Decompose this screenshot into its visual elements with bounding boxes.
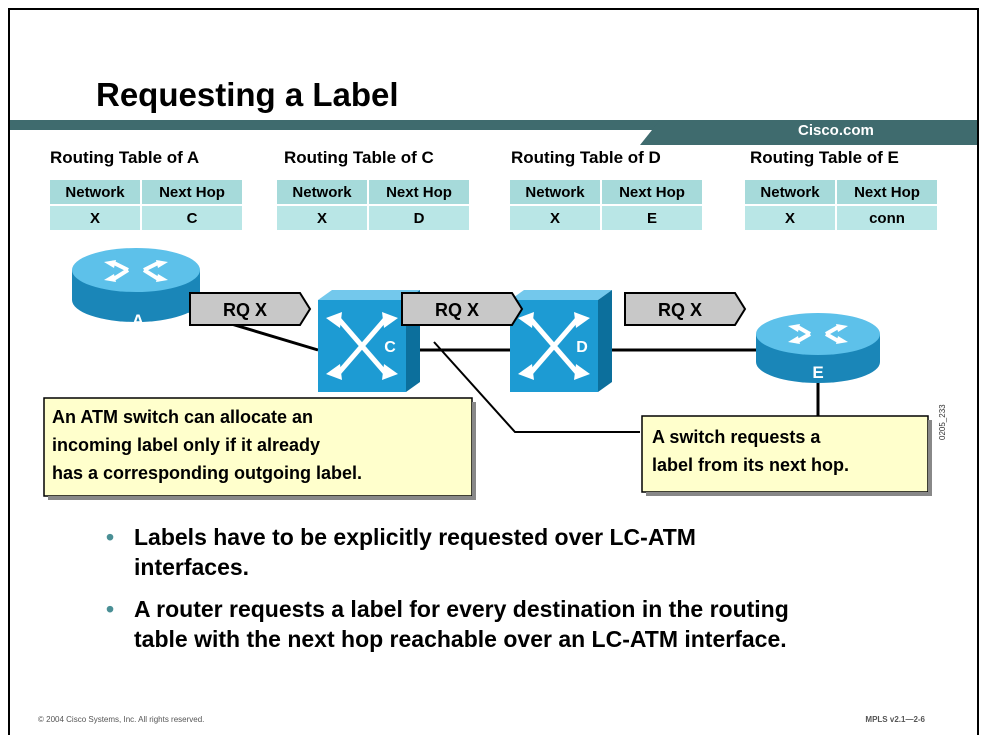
slide-title: Requesting a Label	[96, 76, 399, 113]
bullet-dot-icon: •	[106, 524, 115, 550]
column-header-next-hop: Next Hop	[140, 180, 242, 206]
table-cell-network: X	[510, 205, 602, 230]
request-label-a-c: RQ X	[223, 300, 267, 320]
request-label-c-d: RQ X	[435, 300, 479, 320]
switch-d-label: D	[576, 339, 588, 356]
copyright-footer: © 2004 Cisco Systems, Inc. All rights re…	[38, 715, 205, 724]
callout-atm-line-2: incoming label only if it already	[52, 435, 320, 455]
callout-shadow	[48, 496, 476, 500]
column-header-next-hop: Next Hop	[835, 180, 937, 206]
table-cell-next-hop: E	[600, 205, 702, 230]
bullet-list: • Labels have to be explicitly requested…	[106, 522, 826, 666]
switch-c-label: C	[384, 339, 396, 356]
bullet-text-line: table with the next hop reachable over a…	[134, 626, 787, 652]
column-header-network: Network	[277, 180, 369, 206]
callout-pointer-line	[433, 341, 640, 433]
column-header-next-hop: Next Hop	[600, 180, 702, 206]
switch-d-icon	[510, 290, 612, 392]
column-header-network: Network	[510, 180, 602, 206]
request-label-d-e: RQ X	[658, 300, 702, 320]
figure-id: 0205_233	[938, 404, 947, 440]
callout-atm-line-1: An ATM switch can allocate an	[52, 407, 313, 427]
routing-table-a-title: Routing Table of A	[50, 148, 200, 167]
column-header-network: Network	[50, 180, 142, 206]
callout-request-line-1: A switch requests a	[652, 427, 821, 447]
request-arrow-c-d	[401, 292, 524, 326]
brand-label: Cisco.com	[798, 122, 874, 139]
bullet-item: • A router requests a label for every de…	[106, 594, 826, 654]
bullet-text-line: A router requests a label for every dest…	[134, 596, 789, 622]
table-cell-network: X	[277, 205, 369, 230]
router-e-label: E	[812, 363, 823, 382]
callout-atm-switch	[43, 397, 473, 497]
callout-shadow	[928, 420, 932, 496]
table-cell-next-hop: conn	[835, 205, 937, 230]
bullet-item: • Labels have to be explicitly requested…	[106, 522, 826, 582]
slide-frame	[8, 8, 979, 735]
request-arrow-a-c	[189, 292, 312, 326]
table-cell-next-hop: D	[367, 205, 469, 230]
routing-table-c-title: Routing Table of C	[284, 148, 434, 167]
table-cell-network: X	[745, 205, 837, 230]
request-arrow-d-e	[624, 292, 747, 326]
callout-request-line-2: label from its next hop.	[652, 455, 849, 475]
callout-shadow	[472, 402, 476, 500]
router-e-icon	[756, 313, 880, 383]
routing-table-e-title: Routing Table of E	[750, 148, 899, 167]
bullet-dot-icon: •	[106, 596, 115, 622]
callout-atm-line-3: has a corresponding outgoing label.	[52, 463, 362, 483]
table-cell-network: X	[50, 205, 142, 230]
router-a-icon	[72, 248, 200, 322]
column-header-next-hop: Next Hop	[367, 180, 469, 206]
column-header-network: Network	[745, 180, 837, 206]
header-bar	[10, 120, 977, 130]
bullet-text-line: Labels have to be explicitly requested o…	[134, 524, 696, 550]
course-footer: MPLS v2.1—2-6	[865, 715, 925, 724]
callout-shadow	[646, 492, 932, 496]
router-a-label: A	[132, 311, 144, 330]
switch-c-icon	[318, 290, 420, 392]
header-bar-tab	[640, 120, 977, 145]
table-cell-next-hop: C	[140, 205, 242, 230]
routing-table-d-title: Routing Table of D	[511, 148, 661, 167]
bullet-text-line: interfaces.	[134, 554, 250, 580]
